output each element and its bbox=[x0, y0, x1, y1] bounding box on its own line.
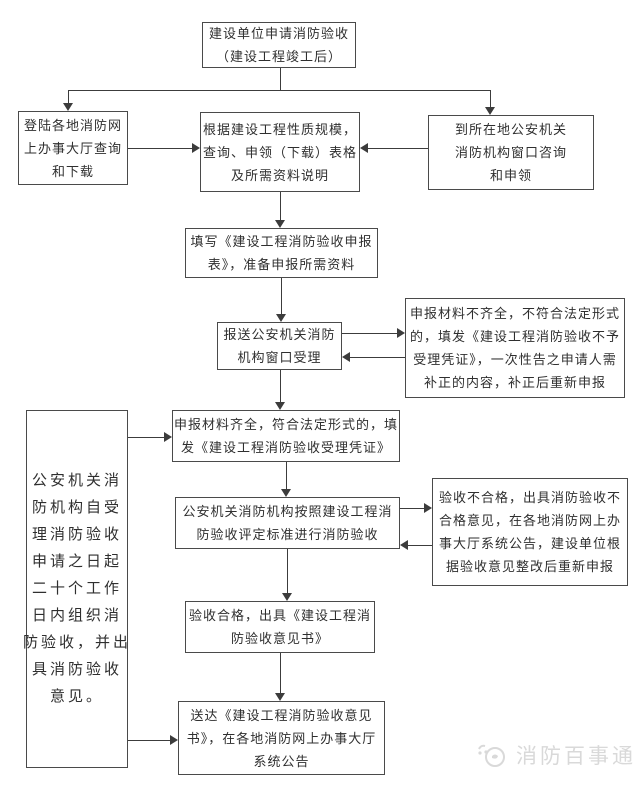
arrow-left-into-submit bbox=[342, 352, 350, 362]
arrow-down-into-submit bbox=[276, 314, 286, 322]
node-window-consult-line: 到所在地公安机关 bbox=[454, 122, 567, 137]
node-conduct-inspection: 公安机关消防机构按照建设工程消 防验收评定标准进行消防验收 bbox=[175, 497, 400, 549]
node-timeline-note-line: 防验收，并出 bbox=[23, 634, 132, 651]
node-deliver-line: 送达《建设工程消防验收意见 bbox=[190, 707, 373, 723]
node-timeline-note-line: 防机构自受 bbox=[31, 499, 122, 516]
node-timeline-note-line: 具消防验收 bbox=[31, 661, 122, 678]
node-fail-line: 据验收意见整改后重新申报 bbox=[445, 559, 614, 574]
connector-timeline-to-deliver bbox=[128, 740, 170, 741]
node-apply: 建设单位申请消防验收 （建设工程竣工后） bbox=[202, 22, 356, 68]
connector-submit-to-incomplete bbox=[342, 333, 397, 334]
node-timeline-note-line: 二十个工作 bbox=[31, 580, 122, 597]
node-timeline-note-line: 日内组织消 bbox=[31, 607, 122, 624]
node-incomplete-line: 的，填发《建设工程消防验收不予 bbox=[409, 329, 620, 344]
connector-incomplete-to-submit bbox=[350, 357, 405, 358]
node-web-query-line: 登陆各地消防网 bbox=[23, 117, 122, 133]
node-window-consult: 到所在地公安机关 消防机构窗口咨询 和申领 bbox=[428, 115, 594, 190]
node-incomplete: 申报材料不齐全，不符合法定形式 的，填发《建设工程消防验收不予 受理凭证》，一次… bbox=[405, 298, 625, 398]
connector-conduct-to-pass bbox=[287, 549, 288, 593]
node-fail-line: 合格意见，在各地消防网上办 bbox=[438, 513, 621, 528]
node-complete-line: 发《建设工程消防验收受理凭证》 bbox=[180, 440, 391, 455]
node-deliver-line: 系统公告 bbox=[253, 753, 310, 769]
arrow-left-into-forms bbox=[360, 143, 368, 153]
node-web-query: 登陆各地消防网 上办事大厅查询 和下载 bbox=[18, 111, 128, 185]
connector-forms-to-fill bbox=[280, 192, 281, 220]
connector-conduct-to-fail bbox=[400, 508, 424, 509]
arrow-right-into-incomplete bbox=[397, 328, 405, 338]
node-submit: 报送公安机关消防 机构窗口受理 bbox=[217, 322, 342, 370]
node-timeline-note: 公安机关消 防机构自受 理消防验收 申请之日起 二十个工作 日内组织消 防验收，… bbox=[23, 410, 132, 768]
connector-pass-to-deliver bbox=[280, 653, 281, 693]
node-pass-line: 验收合格，出具《建设工程消 bbox=[188, 608, 371, 623]
node-incomplete-line: 受理凭证》，一次性告之申请人需 bbox=[413, 352, 617, 367]
node-forms: 根据建设工程性质规模， 查询、申领（下载）表格 及所需资料说明 bbox=[200, 112, 360, 192]
node-submit-line: 机构窗口受理 bbox=[237, 350, 322, 365]
node-fail: 验收不合格，出具消防验收不 合格意见，在各地消防网上办 事大厅系统公告，建设单位… bbox=[432, 478, 628, 586]
arrow-left-into-conduct bbox=[400, 540, 408, 550]
node-web-query-line: 上办事大厅查询 bbox=[23, 140, 122, 156]
node-conduct-inspection-line: 公安机关消防机构按照建设工程消 bbox=[182, 504, 393, 519]
connector-branch-to-window bbox=[490, 90, 491, 107]
arrow-right-into-deliver bbox=[170, 735, 178, 745]
node-fail-line: 验收不合格，出具消防验收不 bbox=[438, 490, 621, 505]
arrow-right-into-forms bbox=[192, 143, 200, 153]
node-forms-line: 根据建设工程性质规模， bbox=[202, 121, 357, 137]
arrow-down-into-complete bbox=[275, 402, 285, 410]
connector-submit-to-complete bbox=[280, 370, 281, 402]
arrow-down-into-deliver bbox=[275, 693, 285, 701]
arrow-down-into-web bbox=[63, 103, 73, 111]
node-timeline-note-line: 意见。 bbox=[49, 688, 104, 705]
node-complete-line: 申报材料齐全，符合法定形式的，填 bbox=[173, 417, 398, 432]
node-incomplete-line: 补正的内容，补正后重新申报 bbox=[423, 375, 606, 390]
node-complete: 申报材料齐全，符合法定形式的，填 发《建设工程消防验收受理凭证》 bbox=[172, 410, 400, 462]
mascot-logo-icon bbox=[476, 741, 508, 769]
arrow-down-into-window bbox=[485, 107, 495, 115]
connector-timeline-to-complete bbox=[128, 437, 164, 438]
arrow-down-into-conduct bbox=[281, 489, 291, 497]
node-submit-line: 报送公安机关消防 bbox=[223, 327, 336, 342]
connector-complete-to-conduct bbox=[286, 462, 287, 489]
node-fill-form-line: 表》，准备申报所需资料 bbox=[207, 257, 356, 272]
node-window-consult-line: 和申领 bbox=[489, 168, 532, 183]
connector-fail-to-conduct bbox=[408, 545, 432, 546]
node-pass-line: 防验收意见书》 bbox=[230, 631, 329, 646]
watermark-text: 消防百事通 bbox=[516, 745, 636, 768]
node-apply-line: （建设工程竣工后） bbox=[215, 49, 342, 64]
connector-branch-to-web bbox=[68, 90, 69, 103]
connector-web-to-forms bbox=[128, 148, 192, 149]
connector-window-to-forms bbox=[368, 148, 428, 149]
arrow-down-into-fill bbox=[275, 220, 285, 228]
node-conduct-inspection-line: 防验收评定标准进行消防验收 bbox=[196, 527, 379, 542]
arrow-right-into-fail bbox=[424, 503, 432, 513]
node-deliver: 送达《建设工程消防验收意见 书》，在各地消防网上办事大厅 系统公告 bbox=[178, 701, 385, 775]
node-window-consult-line: 消防机构窗口咨询 bbox=[454, 145, 567, 160]
node-apply-line: 建设单位申请消防验收 bbox=[208, 26, 349, 41]
node-timeline-note-line: 理消防验收 bbox=[31, 526, 122, 543]
node-timeline-note-line: 申请之日起 bbox=[31, 553, 122, 570]
watermark: 消防百事通 bbox=[476, 740, 636, 770]
node-fill-form: 填写《建设工程消防验收申报 表》，准备申报所需资料 bbox=[185, 228, 378, 278]
arrow-right-into-complete bbox=[164, 432, 172, 442]
connector-apply-stem bbox=[280, 68, 281, 90]
node-incomplete-line: 申报材料不齐全，不符合法定形式 bbox=[409, 306, 620, 321]
node-timeline-note-line: 公安机关消 bbox=[31, 472, 122, 489]
node-pass: 验收合格，出具《建设工程消 防验收意见书》 bbox=[185, 601, 375, 653]
arrow-down-into-pass bbox=[282, 593, 292, 601]
node-web-query-line: 和下载 bbox=[51, 163, 94, 179]
connector-branch-bar bbox=[68, 90, 490, 91]
node-fail-line: 事大厅系统公告，建设单位根 bbox=[438, 536, 621, 551]
connector-fill-to-submit bbox=[281, 278, 282, 314]
node-fill-form-line: 填写《建设工程消防验收申报 bbox=[190, 234, 373, 249]
node-forms-line: 及所需资料说明 bbox=[230, 167, 329, 183]
node-deliver-line: 书》，在各地消防网上办事大厅 bbox=[186, 730, 377, 746]
node-forms-line: 查询、申领（下载）表格 bbox=[202, 144, 357, 160]
